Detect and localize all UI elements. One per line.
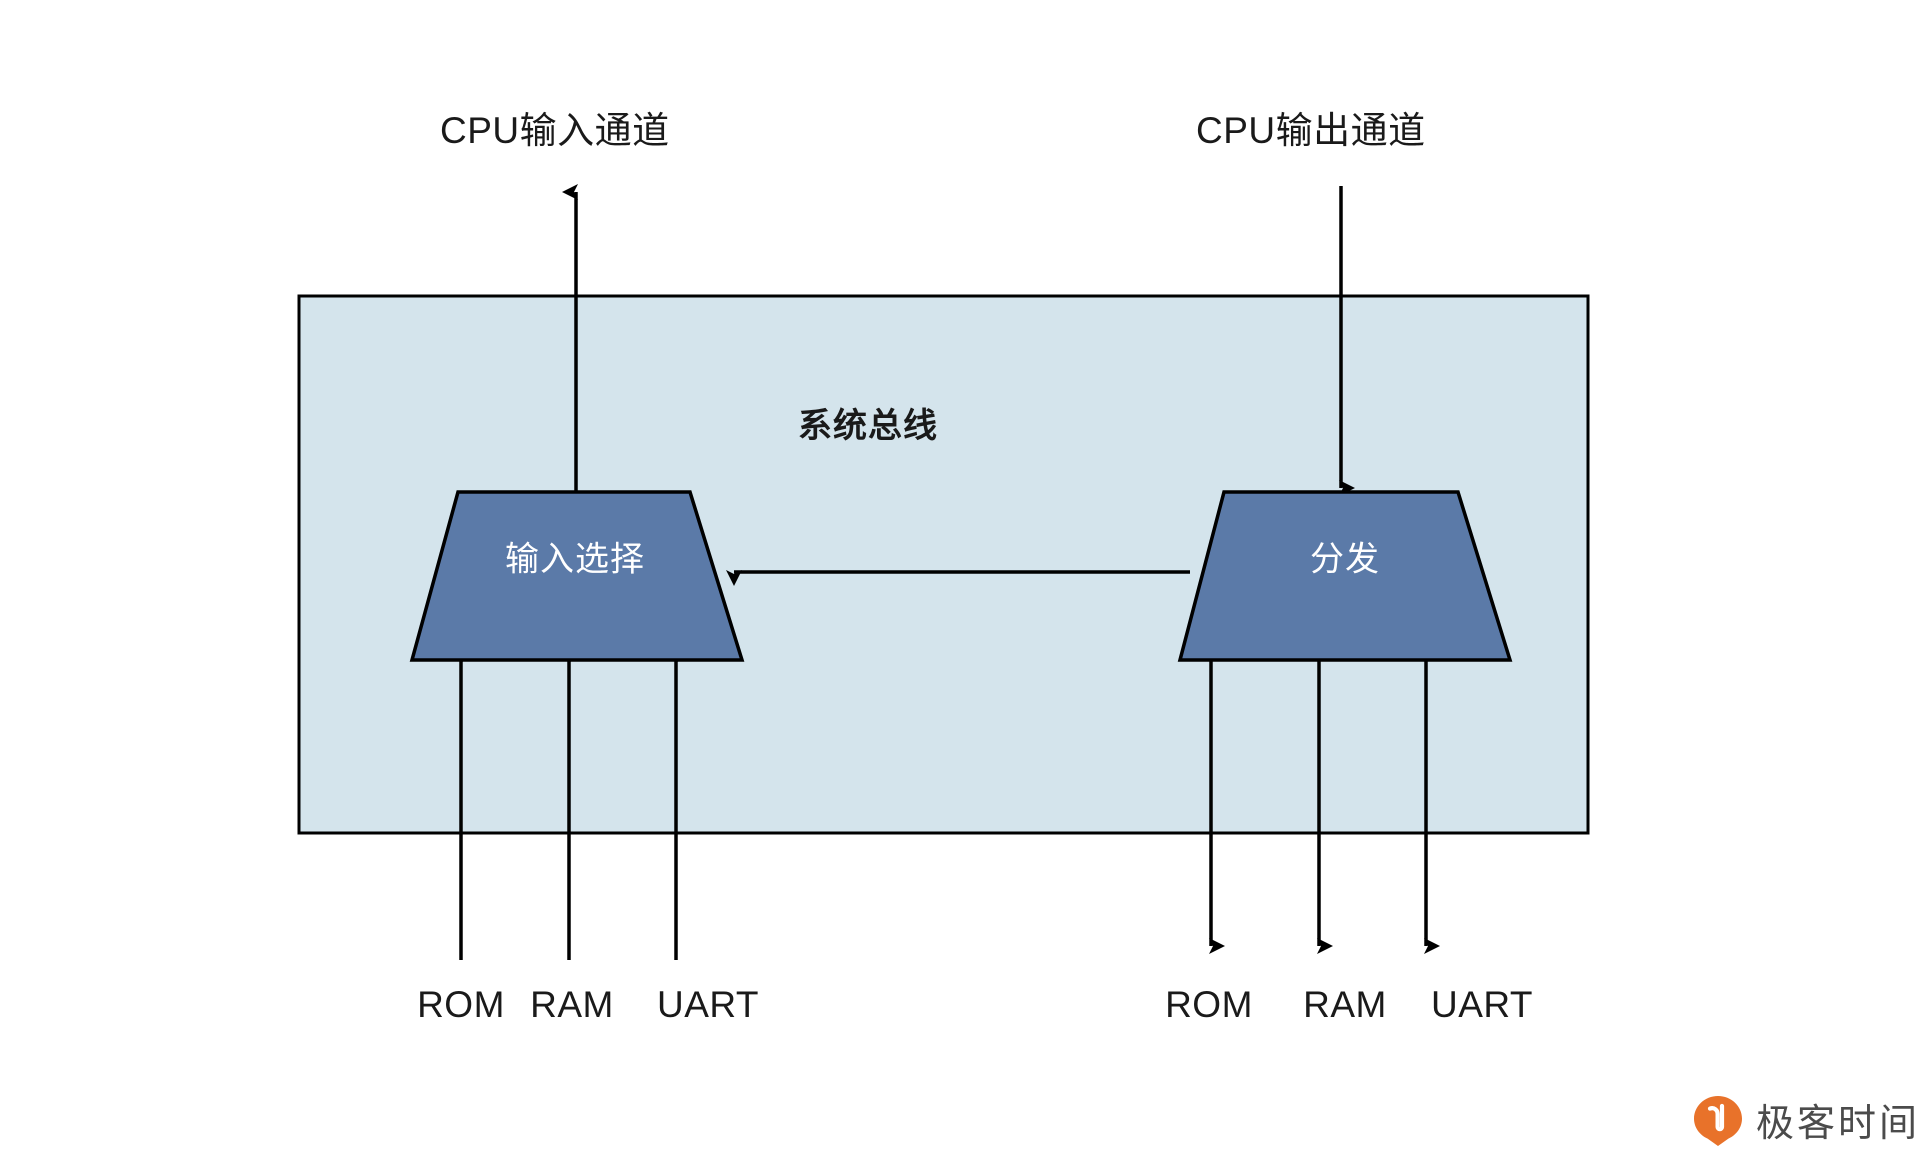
peripheral-in-label-uart: UART xyxy=(656,984,760,1025)
peripheral-out-label-rom: ROM xyxy=(1165,984,1253,1025)
input-select-label: 输入选择 xyxy=(505,540,645,579)
dispatch-block[interactable] xyxy=(1177,490,1513,662)
watermark-text: 极客时间 xyxy=(1756,1103,1920,1145)
peripheral-out-label-ram: RAM xyxy=(1303,984,1387,1025)
peripheral-in-label-rom: ROM xyxy=(417,984,505,1025)
system-bus-title: 系统总线 xyxy=(798,407,938,445)
dispatch-label: 分发 xyxy=(1310,540,1380,579)
cpu-output-channel-label: CPU输出通道 xyxy=(1196,110,1426,151)
peripheral-in-label-ram: RAM xyxy=(530,984,614,1025)
input-select-block[interactable] xyxy=(409,490,745,662)
peripheral-out-label-uart: UART xyxy=(1430,984,1534,1025)
watermark: 极客时间 xyxy=(1692,1092,1920,1147)
geektime-logo-icon xyxy=(1692,1094,1744,1146)
cpu-input-channel-label: CPU输入通道 xyxy=(440,110,670,151)
